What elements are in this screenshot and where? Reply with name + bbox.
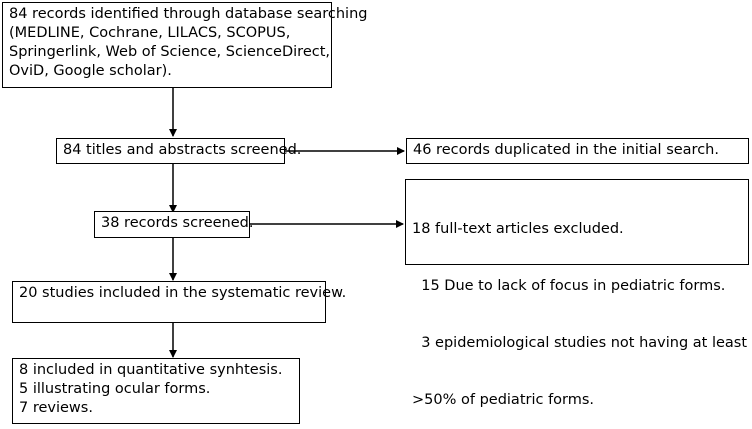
box-records-identified: 84 records identified through database s… — [2, 2, 368, 88]
box-fulltext-excluded: 18 full-text articles excluded. 15 Due t… — [405, 179, 749, 408]
box-line: 8 included in quantitative synhtesis. — [19, 362, 283, 378]
box-line: 46 records duplicated in the initial sea… — [413, 142, 719, 158]
box-line: Springerlink, Web of Science, ScienceDir… — [9, 44, 331, 60]
box-records-screened: 38 records screened. — [94, 211, 254, 238]
box-included-review: 20 studies included in the systematic re… — [12, 281, 347, 323]
box-records-duplicated: 46 records duplicated in the initial sea… — [406, 138, 749, 164]
box-line: 7 reviews. — [19, 400, 93, 416]
box-line: 18 full-text articles excluded. — [412, 221, 624, 237]
box-line: 5 illustrating ocular forms. — [19, 381, 211, 397]
box-line: 84 titles and abstracts screened. — [63, 142, 302, 158]
box-line: 84 records identified through database s… — [9, 6, 368, 22]
box-line: >50% of pediatric forms. — [412, 392, 595, 408]
box-line: 15 Due to lack of focus in pediatric for… — [412, 278, 726, 294]
box-line: (MEDLINE, Cochrane, LILACS, SCOPUS, — [9, 25, 291, 41]
box-line: 3 epidemiological studies not having at … — [412, 335, 748, 351]
box-line: 38 records screened. — [101, 215, 254, 231]
box-quantitative-synthesis: 8 included in quantitative synhtesis. 5 … — [12, 358, 300, 424]
box-line: OviD, Google scholar). — [9, 63, 172, 79]
box-titles-screened: 84 titles and abstracts screened. — [56, 138, 302, 164]
box-line: 20 studies included in the systematic re… — [19, 285, 347, 301]
